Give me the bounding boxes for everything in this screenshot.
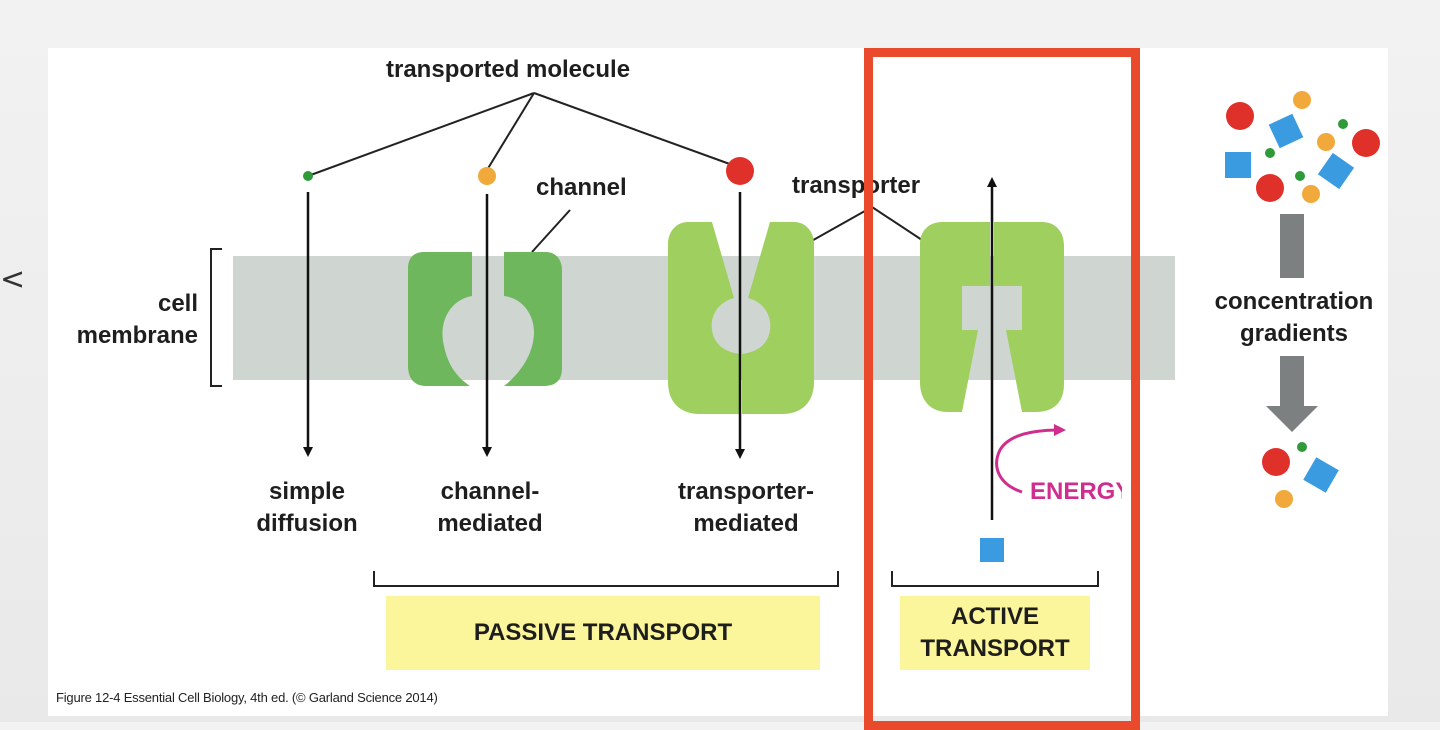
gradient-bar-bottom [1280, 356, 1304, 408]
energy-arrow [995, 424, 1066, 494]
membrane-bracket [210, 248, 222, 387]
cell-membrane-label: cell membrane [76, 290, 198, 349]
active-transport-highlight [864, 48, 1140, 730]
simple-diffusion-label: simple diffusion [256, 478, 358, 537]
channel-label: channel [536, 174, 627, 201]
low-concentration-cluster [1262, 442, 1339, 508]
gradient-bar-top [1280, 214, 1304, 278]
passive-bracket [373, 571, 839, 587]
small-molecule [303, 171, 313, 181]
active-bracket [891, 571, 1099, 587]
transporter-mediated-label: transporter- mediated [677, 478, 815, 537]
channel-mediated-label: channel- mediated [437, 478, 543, 537]
passive-transport-box: PASSIVE TRANSPORT [386, 596, 820, 670]
channel-pointer-line [531, 209, 571, 253]
gradient-arrowhead [1266, 406, 1318, 432]
large-molecule [726, 157, 754, 185]
transporter-protein-passive [668, 222, 814, 414]
channel-protein [408, 252, 562, 386]
slide-prev-chevron[interactable]: < [0, 262, 26, 297]
square-molecule [980, 538, 1004, 562]
energy-label: ENERGY [1030, 478, 1122, 505]
transporter-protein-active [920, 222, 1064, 412]
concentration-gradients-label: concentration gradients [1214, 288, 1374, 347]
medium-molecule [478, 167, 496, 185]
transported-molecule-label: transported molecule [386, 56, 631, 83]
molecule-pointer-lines [307, 92, 739, 177]
active-transport-box: ACTIVE TRANSPORT [900, 596, 1090, 670]
high-concentration-cluster [1225, 91, 1380, 203]
figure-caption: Figure 12-4 Essential Cell Biology, 4th … [56, 690, 438, 705]
transporter-pointer-lines [807, 206, 926, 244]
transporter-label: transporter [792, 172, 921, 199]
